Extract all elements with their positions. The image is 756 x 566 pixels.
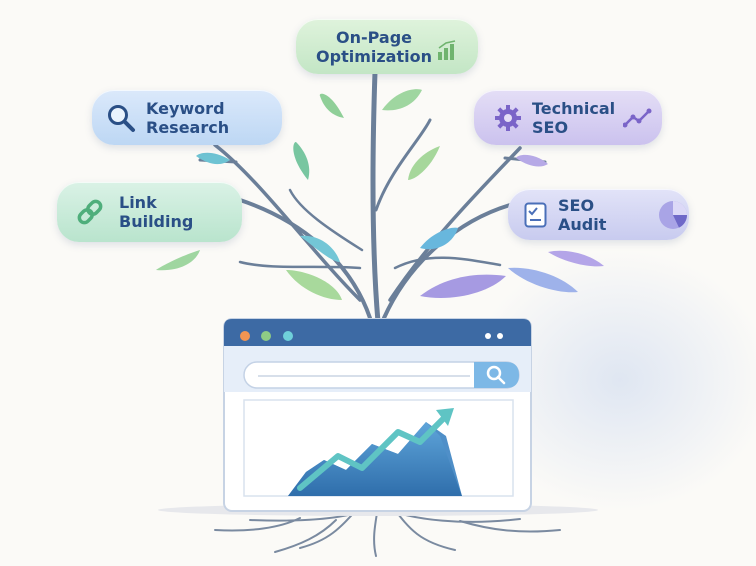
bar-chart-icon — [436, 39, 458, 62]
chain-link-icon — [75, 197, 105, 227]
window-dot-cyan — [283, 331, 293, 341]
node-technical-seo: Technical SEO — [474, 90, 662, 145]
magnifier-icon — [106, 103, 136, 133]
search-icon — [486, 365, 506, 385]
node-on-page-optimization: On-Page Optimization — [296, 19, 478, 74]
leaf — [516, 154, 548, 167]
leaf — [300, 235, 340, 262]
node-label: SEO Audit — [558, 195, 607, 234]
leaf — [420, 227, 458, 250]
pie-chart-icon — [657, 199, 689, 231]
window-menu-dot — [485, 333, 491, 339]
leaf — [286, 270, 342, 300]
leaf — [156, 250, 200, 271]
gear-icon — [494, 104, 522, 132]
leaf — [508, 267, 578, 293]
leaf — [420, 274, 506, 298]
browser-window — [223, 318, 532, 512]
node-label: Link Building — [119, 193, 194, 231]
node-label: Technical SEO — [532, 98, 616, 137]
node-label: Keyword Research — [146, 98, 230, 137]
node-keyword-research: Keyword Research — [92, 90, 282, 145]
node-label: On-Page Optimization — [316, 27, 432, 66]
window-dot-green — [261, 331, 271, 341]
window-dot-orange — [240, 331, 250, 341]
search-button — [474, 362, 519, 388]
node-seo-audit: SEO Audit — [508, 189, 689, 240]
leaf — [319, 93, 344, 118]
leaf — [382, 89, 422, 111]
growth-chart-icon — [288, 408, 462, 496]
node-link-building: Link Building — [57, 182, 242, 242]
leaf — [408, 146, 440, 180]
leaf — [548, 250, 604, 267]
leaves — [156, 89, 604, 300]
leaf — [293, 142, 310, 180]
branches — [198, 69, 547, 325]
checklist-icon — [524, 202, 548, 228]
trend-line-icon — [623, 107, 657, 129]
window-menu-dot — [497, 333, 503, 339]
leaf — [196, 152, 230, 165]
